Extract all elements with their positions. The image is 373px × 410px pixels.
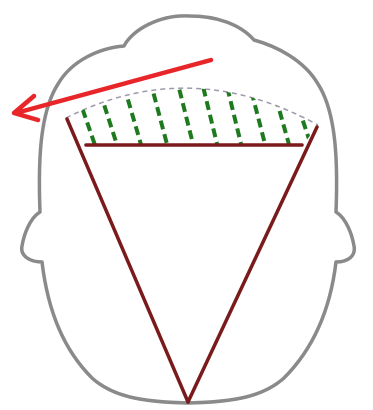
head-outline [22,16,355,403]
inverted-triangle [67,119,317,402]
triangle-left-edge [67,119,188,402]
